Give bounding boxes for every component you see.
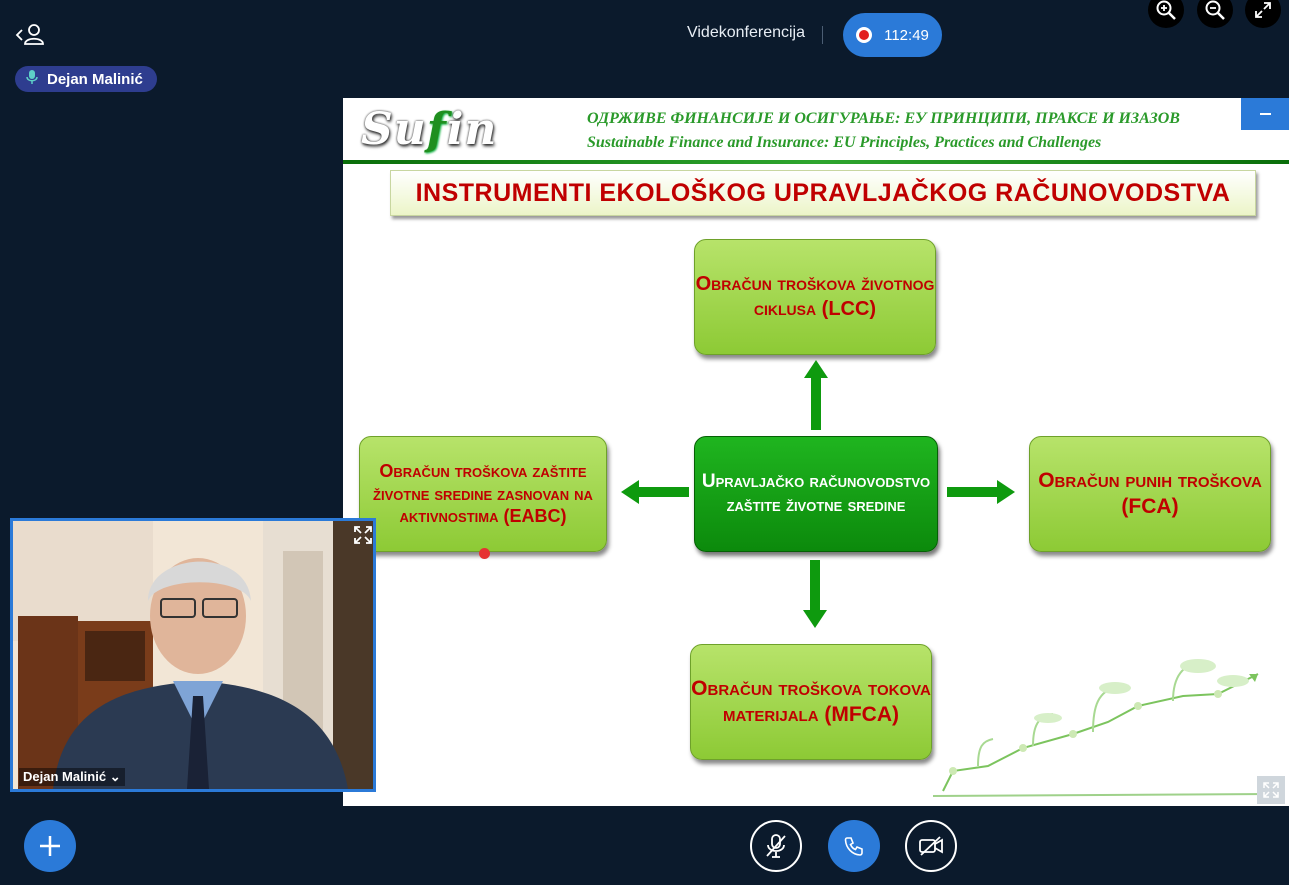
video-frame xyxy=(13,521,373,789)
camera-button[interactable] xyxy=(905,820,957,872)
back-user-icon[interactable] xyxy=(14,22,46,48)
record-icon xyxy=(856,27,873,43)
box-fca: Obračun punih troškova (FCA) xyxy=(1029,436,1271,552)
mute-button[interactable] xyxy=(750,820,802,872)
fullscreen-icon xyxy=(1255,2,1271,18)
fullscreen-button[interactable] xyxy=(1245,0,1281,28)
expand-icon[interactable] xyxy=(353,525,373,545)
video-participant-name[interactable]: Dejan Malinić ⌄ xyxy=(19,768,125,786)
header-divider xyxy=(822,26,823,44)
recording-time: 112:49 xyxy=(884,26,929,44)
growth-decoration xyxy=(933,659,1273,797)
call-button[interactable] xyxy=(828,820,880,872)
conference-title-sr: ОДРЖИВЕ ФИНАНСИЈЕ И ОСИГУРАЊЕ: ЕУ ПРИНЦИ… xyxy=(587,110,1180,127)
microphone-icon xyxy=(25,69,39,89)
sufin-logo: Sufin xyxy=(361,104,498,155)
presenter-name: Dejan Malinić xyxy=(47,70,143,88)
arrow-left xyxy=(621,480,689,504)
zoom-in-button[interactable] xyxy=(1148,0,1184,28)
box-eabc: Obračun troškova zaštite životne sredine… xyxy=(359,436,607,552)
zoom-out-icon xyxy=(1205,0,1225,20)
box-lcc: Obračun troškova životnog ciklusa (LCC) xyxy=(694,239,936,355)
mute-mic-icon xyxy=(766,834,786,858)
conference-title-en: Sustainable Finance and Insurance: EU Pr… xyxy=(587,134,1102,151)
header-rule xyxy=(343,160,1289,164)
phone-icon xyxy=(844,837,863,856)
add-button[interactable] xyxy=(24,820,76,872)
recording-indicator[interactable]: 112:49 xyxy=(843,13,942,57)
add-icon xyxy=(40,836,60,856)
camera-off-icon xyxy=(919,836,943,856)
presenter-video[interactable]: Dejan Malinić ⌄ xyxy=(10,518,376,792)
laser-pointer xyxy=(479,548,490,559)
minimize-icon[interactable] xyxy=(1241,98,1289,130)
meeting-title: Videkonferencija xyxy=(686,24,805,41)
box-mfca: Obračun troškova tokova materijala (MFCA… xyxy=(690,644,932,760)
slide-header: Sufin ОДРЖИВЕ ФИНАНСИЈЕ И ОСИГУРАЊЕ: ЕУ … xyxy=(343,98,1289,162)
presenter-badge: Dejan Malinić xyxy=(15,66,157,92)
shared-slide: Sufin ОДРЖИВЕ ФИНАНСИЈЕ И ОСИГУРАЊЕ: ЕУ … xyxy=(343,98,1289,806)
slide-fullscreen-icon[interactable] xyxy=(1257,776,1285,804)
slide-title: INSTRUMENTI EKOLOŠKOG UPRAVLJAČKOG RAČUN… xyxy=(390,170,1256,216)
zoom-in-icon xyxy=(1156,0,1176,20)
zoom-out-button[interactable] xyxy=(1197,0,1233,28)
box-center: Upravljačko računovodstvo zaštite životn… xyxy=(694,436,938,552)
arrow-up xyxy=(804,360,828,430)
arrow-right xyxy=(947,480,1015,504)
arrow-down xyxy=(803,560,827,628)
